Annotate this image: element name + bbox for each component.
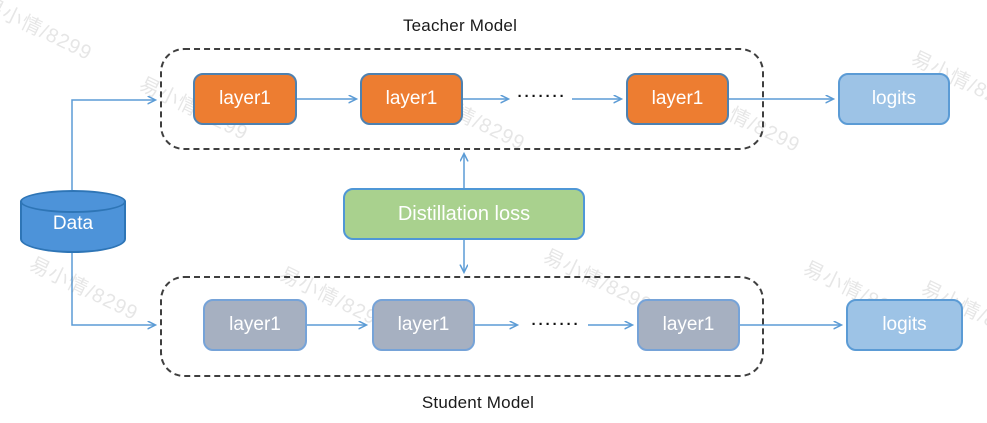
teacher-layer-1: layer1	[193, 73, 297, 125]
data-cylinder: Data	[20, 190, 126, 253]
student-model-title: Student Model	[421, 393, 535, 412]
student-layer-2: layer1	[372, 299, 475, 351]
arrow-data-to-student	[71, 252, 155, 325]
student-logits: logits	[846, 299, 963, 351]
cylinder-top	[20, 190, 126, 213]
data-label: Data	[52, 213, 94, 234]
teacher-ellipsis: ·······	[517, 88, 567, 105]
arrow-data-to-teacher	[71, 100, 155, 190]
teacher-layer-2: layer1	[360, 73, 463, 125]
teacher-logits: logits	[838, 73, 950, 125]
teacher-model-frame	[160, 48, 764, 150]
student-layer-3: layer1	[637, 299, 740, 351]
teacher-model-title: Teacher Model	[402, 16, 518, 35]
teacher-layer-3: layer1	[626, 73, 729, 125]
student-model-frame	[160, 276, 764, 377]
student-ellipsis: ·······	[531, 316, 581, 333]
student-layer-1: layer1	[203, 299, 307, 351]
distillation-loss-box: Distillation loss	[343, 188, 585, 240]
